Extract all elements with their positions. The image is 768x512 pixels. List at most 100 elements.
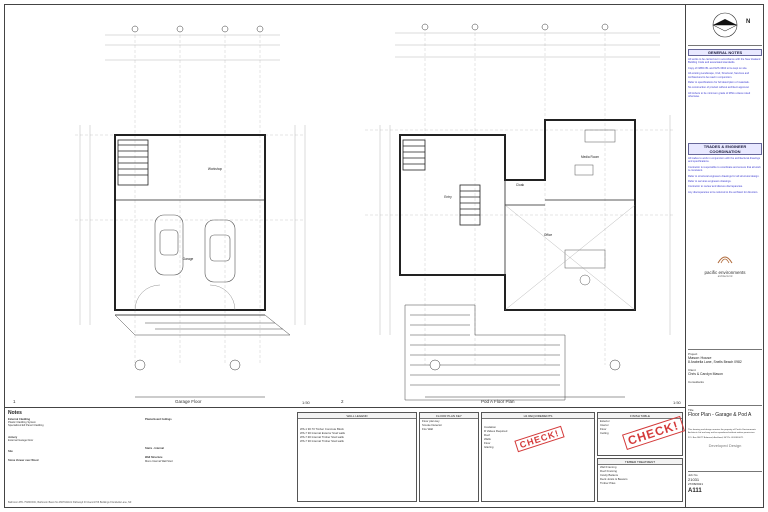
general-note: All existing Landscape, Civil, Structura… (688, 72, 750, 79)
title-label: Title (688, 408, 694, 412)
wall-legend-box: WALL LEGEND WS-1 90.70 Timber Concrete B… (297, 412, 417, 502)
room-entry: Entry (444, 195, 452, 199)
note-line: Plastic Cladding System (8, 421, 36, 425)
stage-text: Developed Design (708, 442, 742, 448)
consultants-label: Consultants (688, 380, 704, 384)
trades-title: TRADES & ENGINEER COORDINATION (688, 143, 762, 155)
floor-plan-key-row: Smoke Detector (422, 423, 443, 427)
timber-row: Wall Framing (600, 465, 617, 469)
room-workshop: Workshop (207, 167, 223, 171)
garage-cars (154, 214, 236, 283)
note-line: External Cladding (8, 418, 31, 421)
finish-row: Floor (600, 427, 607, 431)
title-block: N GENERAL NOTES All works to be carried … (685, 5, 764, 507)
timber-row: Timber Piles (600, 481, 616, 485)
logo-area: pacific environments architects ltd (688, 251, 762, 278)
general-note: All works to be carried out in accordanc… (688, 58, 761, 65)
finish-row: Ceiling (600, 431, 609, 435)
room-office: Office (543, 233, 553, 237)
drawing-sheet: Workshop Garage Media Room Entry Office … (4, 4, 764, 508)
notes-col2: Plasterboard Ceilings Stairs - Internal … (145, 418, 235, 463)
finish-row: Exterior (600, 419, 610, 423)
north-arrow-area: N (688, 7, 762, 46)
plans-area: Workshop Garage Media Room Entry Office … (5, 5, 685, 407)
north-label: N (746, 19, 751, 25)
h1-row: Insulation (484, 425, 496, 429)
note-line: Wall Structure (145, 456, 163, 460)
left-plan-number: 1 (13, 399, 16, 404)
pod-walls (399, 119, 636, 311)
room-garage: Garage (182, 257, 194, 261)
drawing-title: Floor Plan - Garage & Pod A (688, 412, 752, 418)
general-note: Refer to specifications for full descrip… (688, 81, 750, 85)
job-no: 21031 (688, 477, 700, 482)
floor-plans-drawing (75, 23, 675, 401)
note-line: Plasterboard Ceilings (145, 418, 172, 421)
wall-legend-row: WS-1 90.70 Timber Concrete Block (300, 427, 344, 431)
trades-coordination: TRADES & ENGINEER COORDINATION All trade… (688, 143, 762, 194)
copyright-text: This drawing and design remains the prop… (688, 429, 756, 434)
project-name: Mason House (688, 356, 712, 360)
general-note: Copy of NZBC B1 and NZS 3604 to be kept … (688, 66, 748, 70)
garage-walls (114, 134, 266, 311)
floor-plan-key-row: Floor plan key (422, 419, 440, 423)
trades-note: Contractor to review and discuss discrep… (688, 185, 743, 189)
right-plan-title: Pod A Floor Plan (481, 399, 515, 404)
client-name: Chris & Carolyn Mason (688, 372, 723, 376)
note-line: Joinery (8, 435, 18, 439)
trades-note: Contractor is responsible to coordinate … (688, 165, 761, 173)
wall-legend-row: WS-7 90 Internal Exterior Stud walls (300, 431, 345, 435)
trades-note: Refer to services engineers drawings. (688, 180, 732, 184)
job-no-label: Job No (688, 473, 698, 477)
h1-requirements-box: H1 REQUIREMENTS Insulation R Values Requ… (481, 412, 595, 502)
project-address: 8 Arabella Lane, Snells Beach 0982 (688, 360, 742, 364)
logo-sub: architects ltd (717, 275, 733, 278)
copyright-area: This drawing and design remains the prop… (688, 429, 762, 448)
timber-row: Deck Joists & Bearers (600, 477, 628, 481)
h1-row: Floor (484, 441, 491, 445)
sheet-info: Job No 21031 27/08/2021 A111 (688, 471, 762, 494)
right-plan-number: 2 (341, 399, 344, 404)
timber-row: Cavity Battens (600, 473, 619, 477)
note-line: Site (8, 450, 13, 454)
note-line: External Garage Door (8, 438, 34, 442)
notes-title: Notes (8, 410, 22, 416)
logo-name: pacific environments (704, 270, 746, 275)
timber-row: Roof Framing (600, 469, 617, 473)
bottom-schedules: Notes External Cladding Plastic Cladding… (5, 407, 685, 507)
notes-col1: External Cladding Plastic Cladding Syste… (8, 418, 100, 462)
grid-bubbles (131, 23, 609, 33)
project-label: Project (688, 352, 698, 356)
general-note: No construction of product without archi… (688, 86, 750, 90)
h1-row: Roof (484, 433, 490, 437)
company-logo-icon (717, 256, 733, 264)
sheet-number: A111 (688, 488, 702, 494)
project-info: Project Mason House 8 Arabella Lane, Sne… (688, 349, 762, 384)
garage-apron (114, 314, 291, 336)
h1-requirements-title: H1 REQUIREMENTS (482, 413, 594, 419)
client-label: Client (688, 368, 696, 372)
pod-furniture (564, 129, 616, 286)
h1-row: R Values Required (484, 429, 508, 433)
wall-legend-row: WS-7.90 Internal Timber Stud walls (300, 435, 344, 439)
h1-row: Walls (484, 437, 491, 441)
floor-plan-key-row: Fire Wall (422, 427, 433, 431)
general-note: All timbers to be minimum grade of MSG u… (688, 91, 751, 99)
dimension-lines (79, 32, 671, 335)
general-notes-title: GENERAL NOTES (688, 49, 762, 56)
wall-legend-title: WALL LEGEND (298, 413, 416, 419)
h1-row: Glazing (484, 445, 494, 449)
floor-plan-key-title: FLOOR PLAN KEY (420, 413, 478, 419)
north-arrow-icon (712, 12, 738, 38)
footer-path: Bathroom PPL 75186 R0C, Bathroom Basin N… (8, 501, 132, 504)
left-plan-title: Garage Floor (175, 399, 202, 404)
floor-plan-key-box: FLOOR PLAN KEY Floor plan key Smoke Dete… (419, 412, 479, 502)
note-line: Specialized EZ Panel Cladding (8, 424, 44, 428)
finish-table-box: FINISH TABLE Exterior Interior Floor Cei… (597, 412, 683, 456)
wall-legend-row: WS-7 90 Internal Timber Stud walls (300, 439, 344, 443)
finish-table-title: FINISH TABLE (598, 413, 682, 419)
note-line: Stone Veneer over Wood (8, 459, 39, 463)
contact-text: P.O. Box 96077 Balmoral, Auckland, NZ Ph… (688, 436, 744, 439)
trades-note: All trades to work in conjunction with t… (688, 157, 761, 164)
timber-treatment-box: TIMBER TREATMENT Wall Framing Roof Frami… (597, 458, 683, 502)
